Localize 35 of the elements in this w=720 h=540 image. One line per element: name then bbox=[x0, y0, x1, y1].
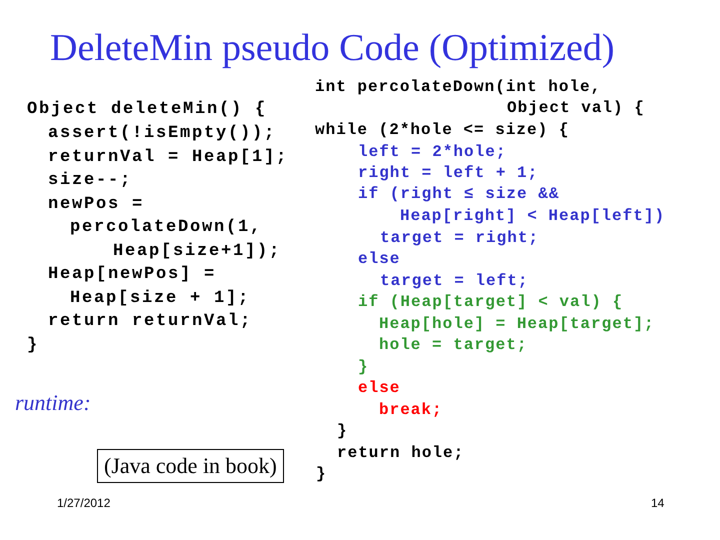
code-line: else bbox=[358, 378, 400, 398]
code-line: } bbox=[337, 421, 348, 441]
code-line: } bbox=[358, 357, 369, 377]
code-line: if (right ≤ size && bbox=[358, 184, 560, 204]
code-line: return returnVal; bbox=[48, 312, 252, 332]
slide-title: DeleteMin pseudo Code (Optimized) bbox=[50, 26, 615, 70]
code-line: newPos = bbox=[48, 195, 144, 215]
code-line: Heap[size + 1]; bbox=[70, 289, 250, 309]
code-line: while (2*hole <= size) { bbox=[315, 120, 570, 140]
runtime-note: runtime: bbox=[15, 390, 91, 416]
code-line: Heap[size+1]); bbox=[113, 242, 282, 262]
code-line: if (Heap[target] < val) { bbox=[358, 292, 624, 312]
code-line: returnVal = Heap[1]; bbox=[48, 148, 288, 168]
footer-text: 1/27/2012 bbox=[57, 496, 110, 510]
code-line: size--; bbox=[48, 171, 132, 191]
code-line: Heap[hole] = Heap[target]; bbox=[379, 314, 655, 334]
code-line: left = 2*hole; bbox=[358, 142, 506, 162]
code-line: } bbox=[316, 464, 327, 484]
code-line: right = left + 1; bbox=[358, 163, 538, 183]
code-line: target = right; bbox=[380, 228, 540, 248]
code-line: int percolateDown(int hole, bbox=[315, 77, 602, 97]
code-line: Heap[right] < Heap[left]) bbox=[400, 206, 666, 226]
code-line: percolateDown(1, bbox=[70, 218, 262, 238]
code-line: Object val) { bbox=[507, 98, 645, 118]
code-line: hole = target; bbox=[379, 335, 528, 355]
code-line: break; bbox=[379, 400, 443, 420]
code-line: Object deleteMin() { bbox=[27, 100, 268, 120]
code-line: target = left; bbox=[380, 271, 528, 291]
note-box: (Java code in book) bbox=[97, 449, 284, 483]
code-line: return hole; bbox=[337, 443, 464, 463]
code-line: Heap[newPos] = bbox=[48, 265, 216, 285]
code-line: } bbox=[27, 336, 40, 356]
footer-text: 14 bbox=[651, 496, 664, 510]
code-line: assert(!isEmpty()); bbox=[48, 124, 276, 144]
code-line: else bbox=[358, 249, 400, 269]
